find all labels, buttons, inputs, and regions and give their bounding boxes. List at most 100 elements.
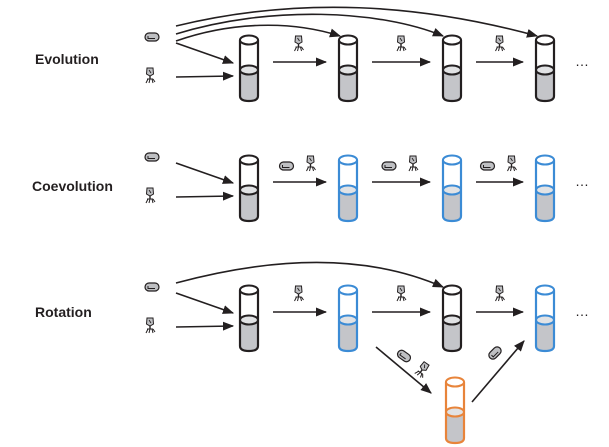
coevolution-transfer-1-bacteria-icon xyxy=(278,161,295,171)
liquid-surface xyxy=(338,64,358,76)
rotation-side-in-phage-icon xyxy=(414,361,430,378)
tube-liquid xyxy=(240,190,258,221)
tube-liquid xyxy=(443,190,461,221)
coevolution-transfer-2-phage-icon xyxy=(408,155,419,172)
tube-liquid xyxy=(339,190,357,221)
tube-wall xyxy=(337,160,359,223)
row-label-evolution: Evolution xyxy=(35,51,99,67)
liquid-surface xyxy=(239,314,259,326)
liquid-surface xyxy=(442,314,462,326)
tube-liquid xyxy=(240,70,258,101)
coevolution-transfer-3-bacteria-icon xyxy=(479,161,496,171)
rotation-input-bacteria-icon xyxy=(144,282,160,292)
tube-rim xyxy=(535,34,555,46)
evolution-tube-1 xyxy=(238,34,260,103)
tube-wall xyxy=(441,40,463,103)
coevolution-input-bacteria-arrow xyxy=(175,162,235,184)
tube-wall xyxy=(444,382,466,445)
evolution-fresh-bacteria-arrow-4 xyxy=(175,6,539,38)
tube-rim xyxy=(338,34,358,46)
liquid-surface xyxy=(442,64,462,76)
coevolution-transfer-2-bacteria-icon xyxy=(381,161,397,171)
liquid-surface xyxy=(338,314,358,326)
tube-rim xyxy=(442,284,462,296)
tube-liquid xyxy=(443,70,461,101)
evolution-transfer-2-phage-icon xyxy=(396,35,407,52)
tube-liquid xyxy=(240,320,258,351)
evolution-tube-2 xyxy=(337,34,359,103)
rotation-tube-4 xyxy=(534,284,556,353)
coevolution-input-bacteria-icon xyxy=(144,152,160,162)
coevolution-input-phage-icon xyxy=(145,187,156,204)
liquid-surface xyxy=(239,64,259,76)
liquid-surface xyxy=(535,64,555,76)
tube-wall xyxy=(337,290,359,353)
tube-liquid xyxy=(339,70,357,101)
coevolution-input-phage-arrow xyxy=(175,191,235,201)
liquid-surface xyxy=(338,184,358,196)
rotation-transfer-2-phage-icon xyxy=(396,285,407,302)
tube-wall xyxy=(238,40,260,103)
coevolution-transfer-1-phage-icon xyxy=(306,155,316,172)
liquid-surface xyxy=(445,406,465,418)
evolution-continuation-ellipsis: … xyxy=(575,53,589,69)
coevolution-tube-1 xyxy=(238,154,260,223)
coevolution-tube-4 xyxy=(534,154,556,223)
tube-wall xyxy=(534,160,556,223)
rotation-side-in-bacteria-icon xyxy=(396,349,412,363)
tube-liquid xyxy=(339,320,357,351)
evolution-input-bacteria-icon xyxy=(144,32,160,42)
rotation-side-branch-arrow-out xyxy=(471,340,525,403)
rotation-continuation-ellipsis: … xyxy=(575,303,589,319)
tube-rim xyxy=(338,284,358,296)
tube-rim xyxy=(535,154,555,166)
tube-rim xyxy=(442,34,462,46)
rotation-tube-2 xyxy=(337,284,359,353)
tube-wall xyxy=(441,160,463,223)
row-label-coevolution: Coevolution xyxy=(32,178,113,194)
evolution-transfer-1-phage-icon xyxy=(294,35,304,52)
row-label-rotation: Rotation xyxy=(35,304,92,320)
rotation-side-branch-arrow-in xyxy=(375,346,432,394)
tube-rim xyxy=(445,376,465,388)
rotation-input-bacteria-arrow xyxy=(175,292,235,314)
evolution-fresh-bacteria-arrow-2 xyxy=(175,24,342,42)
tube-liquid xyxy=(536,190,554,221)
coevolution-tube-3 xyxy=(441,154,463,223)
evolution-input-bacteria-arrow xyxy=(175,42,235,64)
tube-rim xyxy=(239,284,259,296)
evolution-input-phage-arrow xyxy=(175,71,235,81)
tube-wall xyxy=(534,290,556,353)
liquid-surface xyxy=(535,314,555,326)
evolution-tube-4 xyxy=(534,34,556,103)
tube-rim xyxy=(442,154,462,166)
liquid-surface xyxy=(535,184,555,196)
tube-rim xyxy=(535,284,555,296)
evolution-transfer-3-phage-icon xyxy=(495,35,505,52)
evolution-tube-3 xyxy=(441,34,463,103)
tube-wall xyxy=(534,40,556,103)
tube-liquid xyxy=(446,412,464,443)
coevolution-continuation-ellipsis: … xyxy=(575,173,589,189)
tube-rim xyxy=(239,154,259,166)
tube-wall xyxy=(337,40,359,103)
rotation-tube-1 xyxy=(238,284,260,353)
coevolution-transfer-3-phage-icon xyxy=(507,155,517,172)
tube-wall xyxy=(441,290,463,353)
rotation-side-out-bacteria-icon xyxy=(488,346,502,360)
tube-liquid xyxy=(536,70,554,101)
liquid-surface xyxy=(442,184,462,196)
evolution-input-phage-icon xyxy=(145,67,156,84)
tube-liquid xyxy=(443,320,461,351)
rotation-fresh-bacteria-arrow xyxy=(175,261,445,288)
rotation-side-tube xyxy=(444,376,466,445)
tube-wall xyxy=(238,160,260,223)
rotation-input-phage-arrow xyxy=(175,321,235,331)
rotation-transfer-3-phage-icon xyxy=(495,285,505,302)
rotation-tube-3 xyxy=(441,284,463,353)
tube-liquid xyxy=(536,320,554,351)
evolution-fresh-bacteria-arrow-3 xyxy=(175,13,445,37)
tube-wall xyxy=(238,290,260,353)
coevolution-tube-2 xyxy=(337,154,359,223)
